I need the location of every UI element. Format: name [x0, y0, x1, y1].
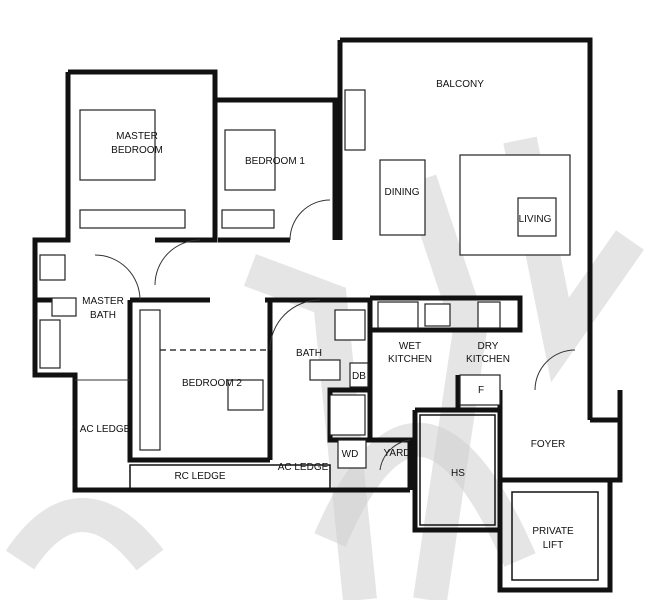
sink: [424, 303, 451, 327]
label-foyer: FOYER: [531, 439, 565, 450]
shower-bath: [329, 394, 366, 436]
label-wd: WD: [342, 449, 359, 460]
label-db: DB: [352, 371, 366, 382]
coffee-table: [517, 197, 557, 237]
label-fridge: F: [478, 385, 484, 396]
label-balcony: BALCONY: [436, 79, 484, 90]
label-rc-ledge: RC LEDGE: [174, 471, 225, 482]
label-private-lift-1: PRIVATE: [532, 526, 574, 537]
bath-toilet: [309, 359, 341, 381]
bath-sink: [334, 309, 366, 341]
label-dining: DINING: [385, 187, 420, 198]
label-master-bath-2: BATH: [90, 310, 116, 321]
bedroom2-desk: [227, 379, 264, 411]
master-wardrobe: [79, 209, 186, 229]
bedroom1-bed: [224, 129, 276, 191]
db-box: [349, 362, 369, 388]
shower: [39, 319, 61, 369]
hob: [377, 301, 419, 329]
dining-table: [379, 159, 426, 236]
label-dry-kitchen-1: DRY: [478, 341, 499, 352]
label-hs: HS: [451, 468, 465, 479]
walls: [32, 37, 623, 593]
label-ac-ledge-left: AC LEDGE: [80, 424, 131, 435]
washer-dryer: [337, 439, 367, 469]
label-wet-kitchen-2: KITCHEN: [388, 354, 432, 365]
label-master-bedroom-2: BEDROOM: [111, 145, 163, 156]
fridge: [459, 374, 501, 406]
label-bedroom1: BEDROOM 1: [245, 156, 305, 167]
dry-hob: [477, 301, 501, 329]
label-living: LIVING: [519, 214, 552, 225]
label-bath: BATH: [296, 348, 322, 359]
inner-lines: [39, 89, 599, 581]
bedroom2-wardrobe: [139, 309, 161, 451]
room-labels: BALCONY MASTER BEDROOM BEDROOM 1 DINING …: [80, 79, 574, 551]
master-bath-toilet: [51, 297, 77, 317]
label-wet-kitchen-1: WET: [399, 341, 421, 352]
master-bed: [79, 109, 156, 181]
label-ac-ledge-bottom: AC LEDGE: [278, 462, 329, 473]
wardrobe-balcony: [344, 89, 366, 151]
master-bath-sink: [39, 254, 66, 281]
label-dry-kitchen-2: KITCHEN: [466, 354, 510, 365]
label-master-bedroom-1: MASTER: [116, 131, 158, 142]
label-yard: YARD: [383, 448, 410, 459]
label-private-lift-2: LIFT: [543, 540, 564, 551]
label-bedroom2: BEDROOM 2: [182, 378, 242, 389]
furniture: [39, 109, 576, 471]
bedroom1-wardrobe: [221, 209, 275, 229]
label-master-bath-1: MASTER: [82, 296, 124, 307]
